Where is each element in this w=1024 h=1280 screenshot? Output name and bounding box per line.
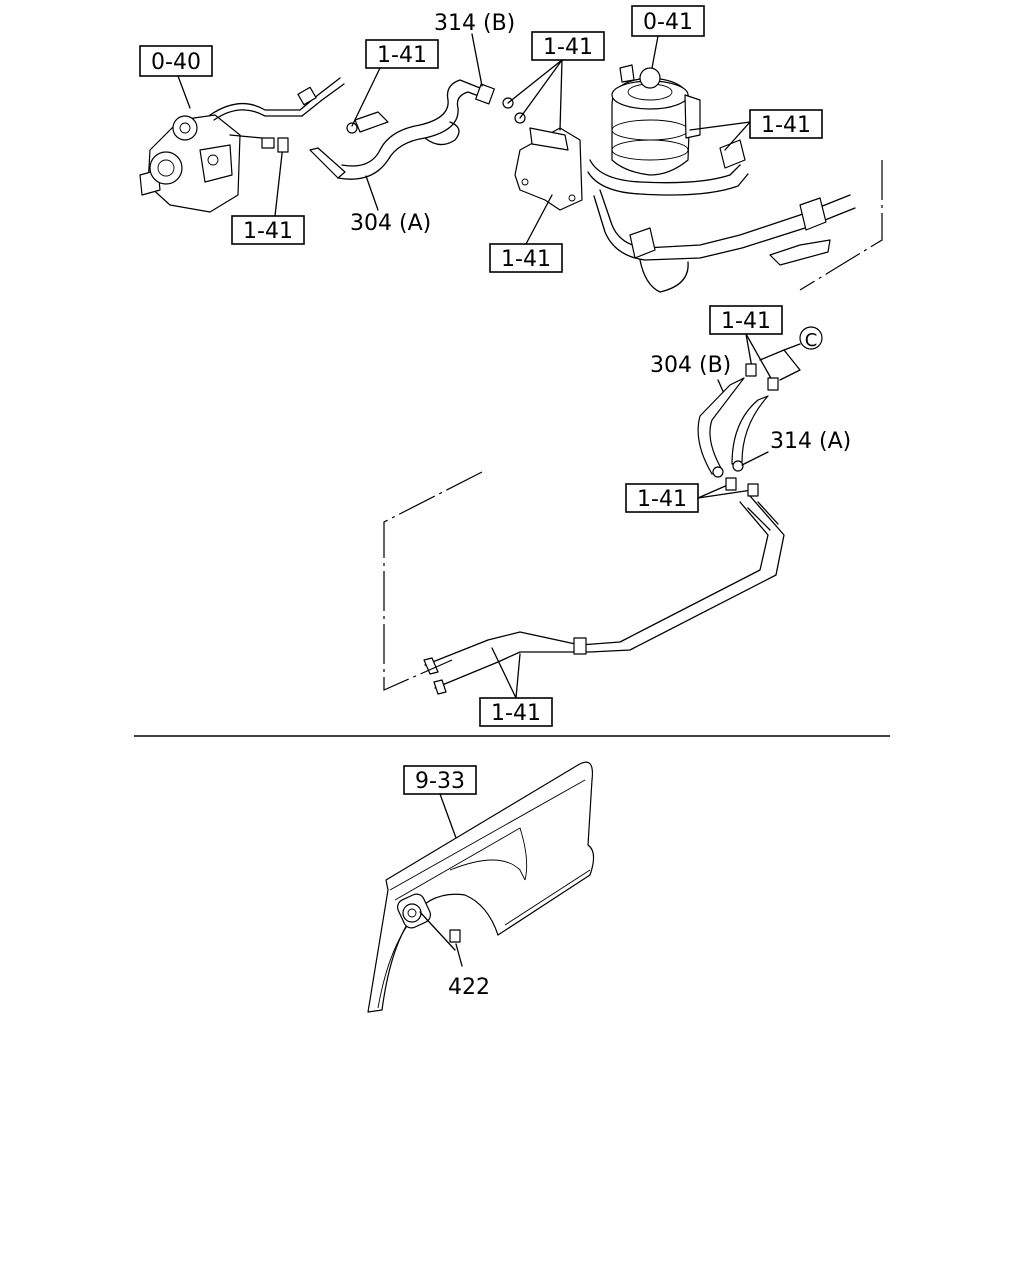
svg-text:422: 422 — [448, 975, 490, 1000]
callout-1-41-clips: 1-41 — [709, 305, 783, 391]
svg-text:304 (B): 304 (B) — [650, 353, 731, 378]
svg-text:0-40: 0-40 — [151, 50, 201, 75]
phantom-line-middle — [383, 471, 483, 691]
callout-0-41: 0-41 — [631, 5, 705, 69]
svg-text:C: C — [805, 330, 818, 351]
svg-text:1-41: 1-41 — [243, 219, 293, 244]
callout-0-40: 0-40 — [139, 45, 213, 109]
label-314a: 314 (A) — [741, 429, 851, 466]
callout-1-41-pipes: 1-41 — [479, 647, 553, 727]
svg-text:1-41: 1-41 — [761, 113, 811, 138]
svg-text:1-41: 1-41 — [491, 701, 541, 726]
hose-304a — [309, 79, 495, 180]
callout-1-41-pump: 1-41 — [231, 137, 305, 245]
svg-text:0-41: 0-41 — [643, 10, 693, 35]
callout-1-41-top-mid: 1-41 — [507, 31, 605, 131]
hose-314a — [712, 395, 769, 478]
svg-text:1-41: 1-41 — [637, 487, 687, 512]
circle-c-marker: C — [759, 326, 823, 381]
injection-pump — [139, 77, 345, 213]
callout-1-41-top-left: 1-41 — [351, 39, 439, 127]
fuel-filter — [611, 64, 701, 176]
label-304a: 304 (A) — [350, 175, 431, 236]
svg-text:314 (A): 314 (A) — [770, 429, 851, 454]
phantom-line-top-right — [799, 160, 883, 291]
svg-text:304 (A): 304 (A) — [350, 211, 431, 236]
rear-fender-panel — [367, 761, 595, 1013]
svg-text:1-41: 1-41 — [721, 309, 771, 334]
callout-1-41-bracket: 1-41 — [489, 194, 563, 273]
callout-1-41-joints: 1-41 — [625, 477, 759, 513]
filter-outlet-lines — [587, 139, 856, 293]
clip-422: 422 — [419, 911, 490, 1000]
callout-1-41-right: 1-41 — [689, 109, 823, 151]
svg-text:9-33: 9-33 — [415, 769, 465, 794]
fuel-pipes — [423, 495, 785, 695]
filter-bracket — [514, 127, 583, 211]
svg-text:314 (B): 314 (B) — [434, 11, 515, 36]
svg-text:1-41: 1-41 — [501, 247, 551, 272]
callout-9-33: 9-33 — [403, 765, 477, 839]
hose-314b — [346, 97, 526, 134]
svg-text:1-41: 1-41 — [543, 35, 593, 60]
svg-text:1-41: 1-41 — [377, 43, 427, 68]
label-304b: 304 (B) — [650, 353, 731, 399]
label-314b: 314 (B) — [434, 11, 515, 87]
